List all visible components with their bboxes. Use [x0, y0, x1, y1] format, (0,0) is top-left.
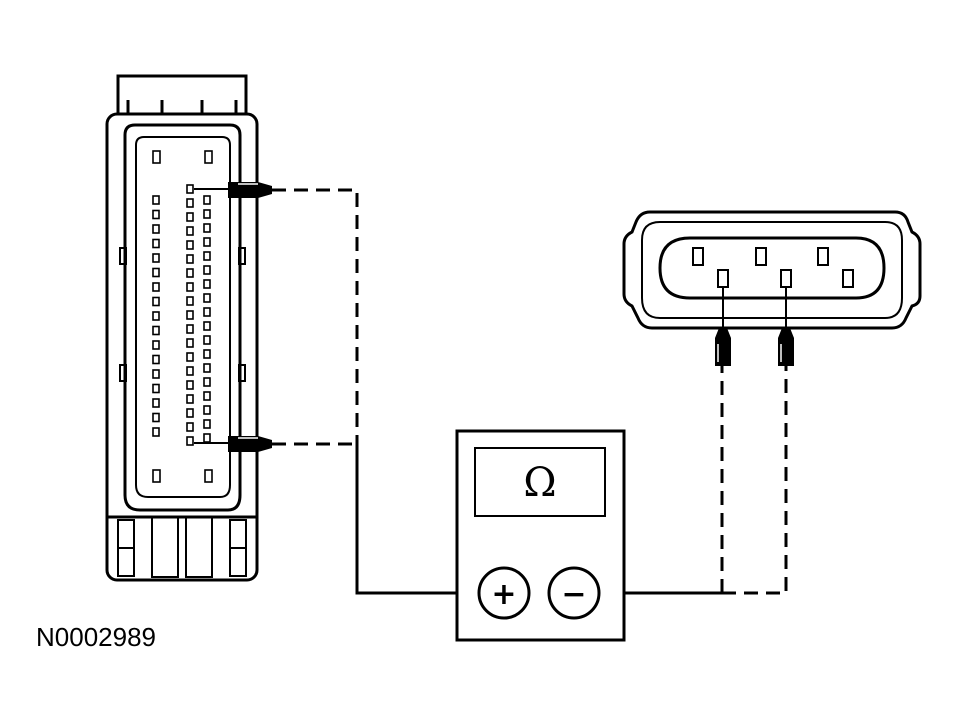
- module-connector: [105, 74, 259, 582]
- pin-cavity: [152, 427, 160, 437]
- pin-cavity: [186, 198, 194, 208]
- pin-cavity: [152, 296, 160, 307]
- negative-terminal: [547, 566, 601, 620]
- pin-cavity: [203, 391, 211, 401]
- pin-cavity: [203, 237, 211, 247]
- test-probe-icon: [715, 287, 731, 366]
- pin-cavity: [152, 340, 160, 350]
- positive-terminal: [477, 566, 531, 620]
- pin-cavity: [203, 195, 211, 205]
- pin-cavity: [203, 279, 211, 289]
- pin-cavity: [152, 383, 160, 394]
- pin-cavity: [186, 380, 194, 390]
- pin-cavity: [203, 321, 211, 331]
- pin-cavity: [152, 209, 160, 220]
- pin-cavity: [152, 469, 161, 483]
- pin-cavity: [186, 338, 194, 348]
- pin-cavity: [203, 265, 211, 275]
- pin-cavity: [186, 296, 194, 306]
- pin-cavity: [203, 377, 211, 387]
- pin-cavity: [152, 369, 160, 379]
- pin-cavity: [186, 366, 194, 376]
- meter-display-symbol: Ω: [523, 460, 556, 506]
- pin-cavity: [203, 363, 211, 373]
- positive-terminal-label: +: [491, 577, 516, 612]
- pin-cavity: [152, 238, 160, 249]
- pin-cavity: [152, 325, 160, 336]
- pin-cavity: [186, 394, 194, 404]
- pin-cavity: [186, 212, 194, 222]
- figure-id-label: N0002989: [36, 622, 156, 652]
- pin-cavity: [186, 282, 194, 292]
- pin-cavity: [203, 335, 211, 345]
- pin-cavity: [152, 311, 160, 321]
- pin-cavity: [152, 267, 160, 278]
- pin-cavity: [186, 254, 194, 264]
- pin-cavity: [203, 293, 211, 303]
- pin-cavity: [186, 268, 194, 278]
- pin-cavity: [203, 419, 211, 429]
- pin-cavity: [203, 251, 211, 261]
- pin-cavity: [152, 224, 160, 234]
- pin-cavity: [152, 354, 160, 365]
- negative-terminal-label: −: [561, 577, 586, 612]
- sensor-connector: [622, 210, 922, 330]
- pin-cavity: [203, 307, 211, 317]
- pin-cavity: [186, 310, 194, 320]
- pin-cavity: [204, 469, 213, 483]
- pin-cavity: [203, 433, 211, 443]
- pin-cavity: [152, 398, 160, 408]
- pin-cavity: [203, 405, 211, 415]
- pin-cavity: [186, 324, 194, 334]
- pin-cavity: [203, 209, 211, 219]
- pin-cavity: [186, 408, 194, 418]
- pin-cavity: [152, 412, 160, 423]
- pin-cavity: [186, 240, 194, 250]
- test-probe-icon: [194, 182, 272, 198]
- pin-cavity: [186, 352, 194, 362]
- ohmmeter-icon: Ω + −: [455, 429, 626, 642]
- pin-cavity: [152, 195, 160, 205]
- pin-cavity: [186, 436, 194, 446]
- test-probe-icon: [194, 436, 272, 452]
- pin-cavity: [186, 226, 194, 236]
- pin-cavity: [152, 282, 160, 292]
- pin-cavity: [203, 349, 211, 359]
- pin-cavity: [152, 150, 161, 164]
- pin-cavity: [203, 223, 211, 233]
- module-connector-pins: [152, 150, 213, 483]
- pin-cavity: [204, 150, 213, 164]
- pin-cavity: [186, 422, 194, 432]
- pin-cavity: [152, 253, 160, 263]
- pin-cavity: [186, 184, 194, 194]
- test-probe-icon: [778, 287, 794, 366]
